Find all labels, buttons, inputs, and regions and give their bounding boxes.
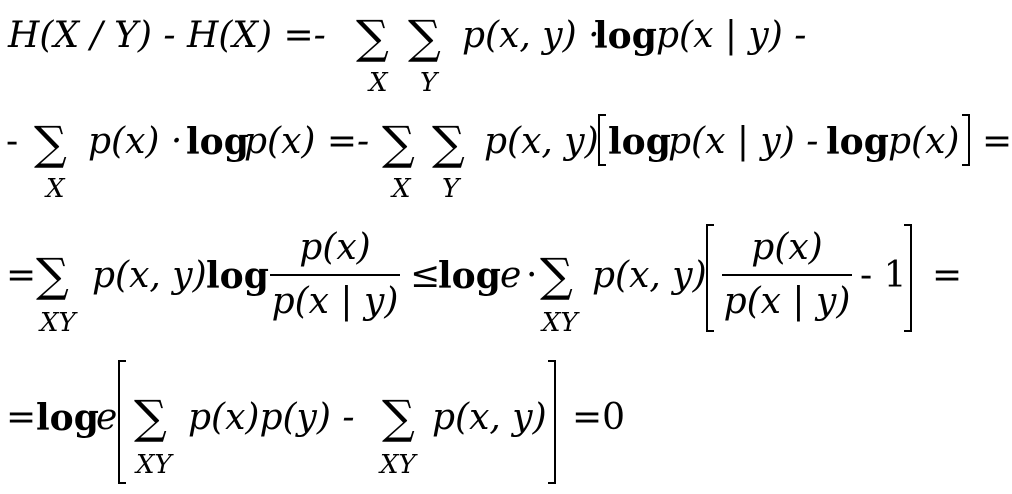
sum-subscript: Y — [420, 68, 438, 98]
line3-term: p(x, y) — [92, 255, 207, 296]
sum-subscript: XY — [136, 450, 172, 480]
equation-line-3: = ∑ XY p(x, y) log p(x) p(x | y) ≤ log e… — [0, 220, 1012, 350]
line4-term: p(x)p(y) - — [188, 397, 355, 438]
line2-term: p(x) · — [88, 121, 183, 162]
line4-term2: p(x, y) — [432, 397, 547, 438]
fraction-denominator: p(x | y) — [271, 281, 399, 322]
line2-log3: log — [826, 121, 889, 163]
line2-log2: log — [608, 121, 671, 163]
line2-term5: p(x) — [888, 121, 960, 162]
line4-lead: = — [6, 397, 37, 438]
fraction-bar — [722, 274, 852, 276]
sum-symbol: ∑ — [408, 10, 441, 64]
line2-tail: = — [982, 121, 1012, 162]
sum-symbol: ∑ — [34, 116, 67, 170]
equation-line-4: = log e ∑ XY p(x)p(y) - ∑ XY p(x, y) =0 — [0, 360, 1012, 490]
fraction: p(x) p(x | y) — [270, 230, 400, 320]
line4-log: log — [36, 397, 99, 439]
fraction-numerator: p(x) — [299, 227, 371, 268]
line3-minus-one: - 1 — [860, 255, 907, 296]
sum-symbol: ∑ — [432, 116, 465, 170]
sum-subscript: XY — [40, 308, 76, 338]
line4-tail: =0 — [572, 397, 626, 438]
line3-e: e — [500, 255, 522, 296]
line3-leq: ≤ — [410, 255, 441, 296]
fraction-bar — [270, 274, 400, 276]
line1-term2: p(x | y) - — [656, 15, 807, 56]
line3-log: log — [206, 255, 269, 297]
sum-subscript: XY — [542, 308, 578, 338]
line1-term: p(x, y) · — [462, 15, 600, 56]
line2-term2: p(x) =- — [244, 121, 370, 162]
sum-symbol: ∑ — [540, 248, 573, 302]
sum-subscript: XY — [380, 450, 416, 480]
left-bracket — [598, 114, 606, 166]
sum-symbol: ∑ — [382, 390, 415, 444]
left-bracket — [118, 360, 126, 484]
sum-subscript: Y — [442, 174, 460, 204]
line2-lead: - — [6, 121, 19, 162]
line3-log2: log — [438, 255, 501, 297]
line4-e: e — [96, 397, 118, 438]
sum-subscript: X — [369, 68, 388, 98]
line1-log: log — [594, 15, 657, 57]
line3-term2: p(x, y) — [592, 255, 707, 296]
line3-dot: · — [526, 255, 538, 296]
equation-line-1: H(X / Y) - H(X) =- ∑ X ∑ Y p(x, y) · log… — [0, 0, 1012, 100]
left-bracket — [706, 224, 714, 332]
sum-symbol: ∑ — [134, 390, 167, 444]
fraction: p(x) p(x | y) — [722, 230, 852, 320]
sum-symbol: ∑ — [382, 116, 415, 170]
sum-symbol: ∑ — [356, 10, 389, 64]
line1-lhs: H(X / Y) - H(X) =- — [8, 15, 326, 56]
line3-lead: = — [6, 255, 37, 296]
line2-term3: p(x, y) — [484, 121, 599, 162]
sum-subscript: X — [392, 174, 411, 204]
sum-subscript: X — [46, 174, 65, 204]
line2-term4: p(x | y) - — [668, 121, 819, 162]
line3-tail: = — [932, 255, 963, 296]
right-bracket — [548, 360, 556, 484]
right-bracket — [904, 224, 912, 332]
equation-line-2: - ∑ X p(x) · log p(x) =- ∑ X ∑ Y p(x, y)… — [0, 108, 1012, 208]
fraction-denominator: p(x | y) — [723, 281, 851, 322]
fraction-numerator: p(x) — [751, 227, 823, 268]
sum-symbol: ∑ — [36, 248, 69, 302]
line2-log: log — [186, 121, 249, 163]
right-bracket — [962, 114, 970, 166]
